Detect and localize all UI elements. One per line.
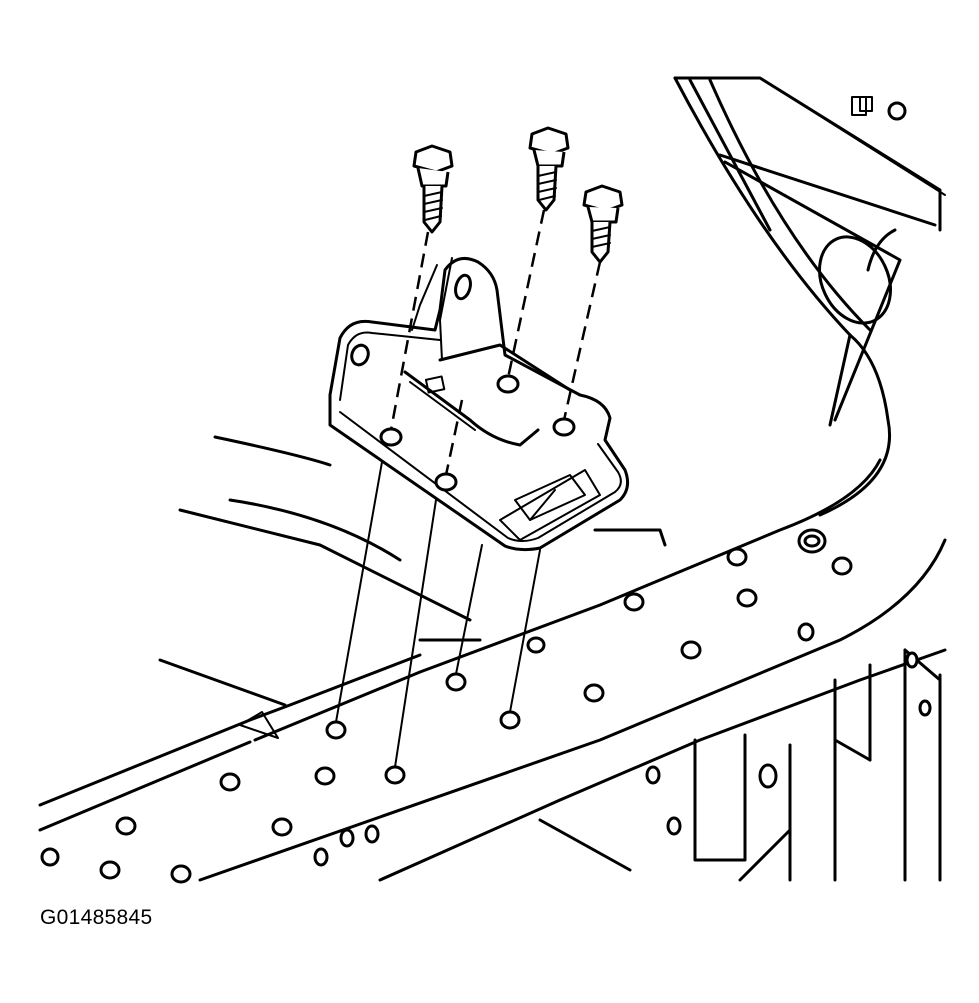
frame-hole (99, 860, 121, 880)
frame-hole (623, 592, 645, 612)
frame-hole (445, 672, 467, 692)
frame-hole (384, 765, 406, 785)
frame-holes (40, 528, 853, 884)
bracket-hole (552, 417, 576, 437)
frame-hole (170, 864, 192, 884)
frame-hole (726, 547, 748, 567)
bolt-center (528, 126, 570, 212)
frame-hole (40, 847, 60, 867)
frame-hole (314, 766, 336, 786)
frame-hole (680, 640, 702, 660)
frame-hole (499, 710, 521, 730)
frame-hole (666, 816, 682, 836)
frame-hole (115, 816, 137, 836)
bolt-right (582, 184, 624, 264)
frame-hole (526, 636, 546, 654)
bracket-hole (496, 374, 520, 394)
frame-hole (219, 772, 241, 792)
frame-hole (325, 720, 347, 740)
lower-right-structure (693, 648, 942, 882)
bracket-hole (379, 427, 403, 447)
bracket-hole (434, 472, 458, 492)
upper-right-panel (673, 76, 946, 517)
frame-rail (38, 435, 947, 882)
bolt-left (412, 144, 454, 234)
frame-hole (583, 683, 605, 703)
bolt-alignment-lines (389, 209, 602, 476)
mounting-bracket (328, 256, 630, 552)
frame-hole (645, 765, 661, 785)
frame-hole (364, 824, 380, 844)
frame-hole (736, 588, 758, 608)
frame-hole (271, 817, 293, 837)
alignment-lines (335, 461, 541, 768)
frame-hole (831, 556, 853, 576)
frame-hole (313, 847, 329, 867)
frame-hole (339, 828, 355, 848)
figure-id-label: G01485845 (40, 906, 153, 929)
frame-hole (797, 622, 815, 642)
